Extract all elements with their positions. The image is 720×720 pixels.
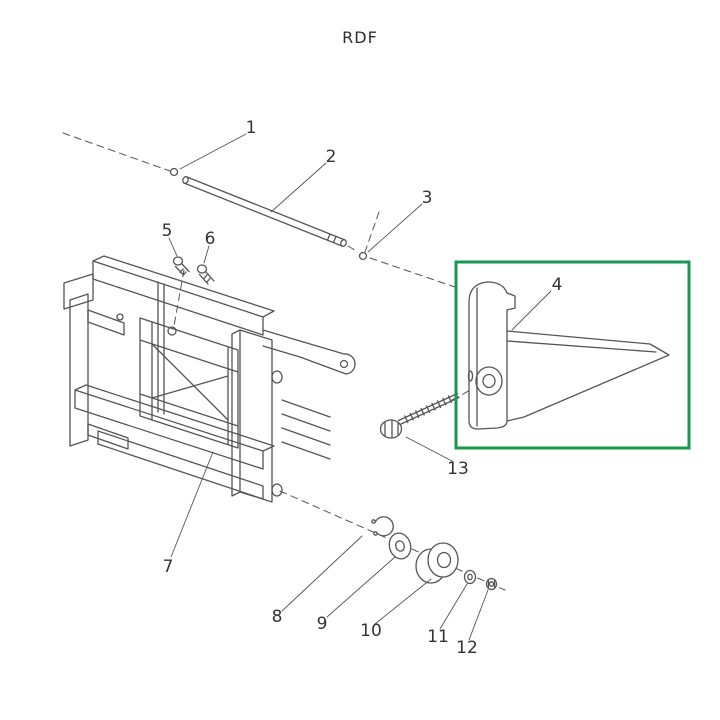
part-8-circlip: [371, 516, 394, 537]
part-label-13: 13: [447, 459, 469, 479]
part-13-bolt: [379, 392, 460, 439]
part-4-fork: [467, 281, 670, 430]
construction-lines: [62, 132, 506, 591]
diagram-linework: [62, 132, 670, 641]
part-3-pin: [358, 251, 368, 261]
part-11-washer: [463, 569, 477, 585]
part-label-11: 11: [427, 627, 449, 647]
part-label-8: 8: [272, 607, 283, 627]
part-label-5: 5: [162, 221, 173, 241]
part-label-10: 10: [360, 621, 382, 641]
highlight-box: [454, 260, 691, 450]
part-7-frame: [63, 255, 356, 503]
page-title: RDF: [342, 28, 378, 47]
part-label-7: 7: [163, 557, 174, 577]
part-9-washer: [388, 532, 412, 560]
part-10-roller: [415, 542, 459, 584]
leader-lines: [168, 133, 552, 641]
part-label-4: 4: [552, 275, 563, 295]
part-label-6: 6: [205, 229, 216, 249]
part-label-2: 2: [326, 147, 337, 167]
part-5-screw: [172, 256, 190, 277]
part-label-9: 9: [317, 614, 328, 634]
part-label-12: 12: [456, 638, 478, 658]
part-label-1: 1: [246, 118, 257, 138]
part-1-pin: [169, 167, 179, 177]
part-6-screw: [196, 264, 215, 285]
part-label-3: 3: [422, 188, 433, 208]
part-2-shaft: [182, 176, 347, 247]
part-labels: 1 2 3 4 5 6 7 8 9 10 11 12 13: [162, 118, 563, 658]
part-12-nut: [485, 577, 498, 591]
